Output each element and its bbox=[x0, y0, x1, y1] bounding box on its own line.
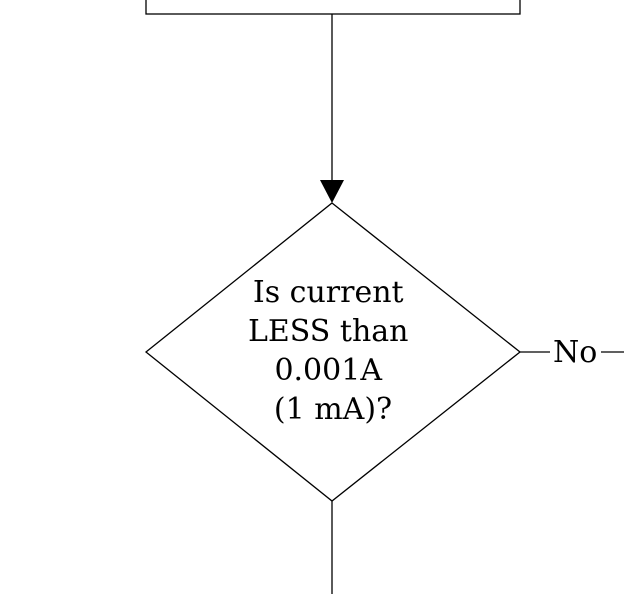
decision-line-3: 0.001A bbox=[274, 353, 382, 388]
no-branch-label: No bbox=[553, 335, 597, 370]
decision-line-1: Is current bbox=[253, 275, 404, 310]
arrowhead-down-icon bbox=[320, 180, 344, 203]
decision-line-4: (1 mA)? bbox=[274, 392, 392, 427]
decision-line-2: LESS than bbox=[248, 314, 409, 349]
decision-text: Is current LESS than 0.001A (1 mA)? bbox=[248, 275, 418, 427]
decision-diamond bbox=[144, 202, 522, 502]
previous-process-box bbox=[145, 0, 521, 15]
